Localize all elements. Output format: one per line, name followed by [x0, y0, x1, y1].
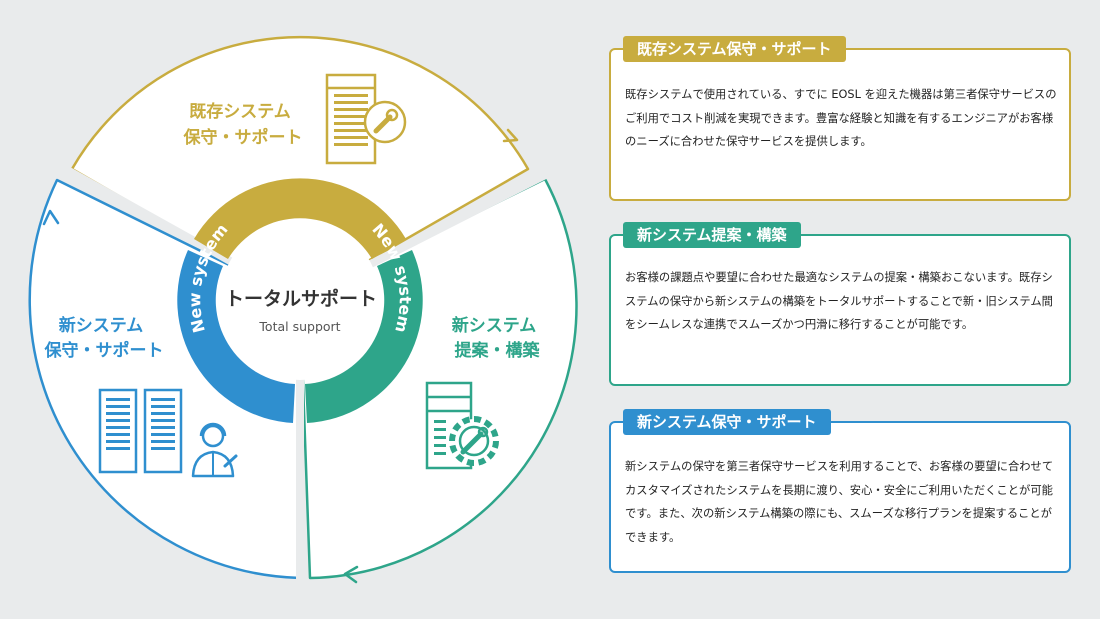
card-newmaint-text: 新システムの保守を第三者保守サービスを利用することで、お客様の要望に合わせてカス… — [625, 460, 1054, 544]
svg-text:既存システム 保守・サポート: 既存システム 保守・サポート — [183, 101, 303, 148]
ring-segment-new-left — [177, 250, 295, 423]
segment-legacy-line2: 保守・サポート — [183, 127, 303, 148]
server-gear-icon — [425, 381, 499, 470]
card-new-system-maintenance: 新システム保守・サポート 新システムの保守を第三者保守サービスを利用することで、… — [609, 409, 1071, 573]
ring-segment-new-right — [305, 250, 423, 423]
center-subtitle: Total support — [258, 319, 340, 334]
svg-text:新システム 保守・サポート: 新システム 保守・サポート — [44, 315, 164, 361]
card-legacy-text: 既存システムで使用されている、すでに EOSL を迎えた機器は第三者保守サービス… — [625, 88, 1057, 148]
arrow-legacy-to-propose — [502, 128, 519, 143]
center-circle — [220, 220, 380, 380]
support-cycle-diagram: Legacy system New system New system トータル… — [28, 35, 578, 584]
segment-newmaint-line2: 保守・サポート — [44, 340, 164, 361]
card-legacy-label: 既存システム保守・サポート — [623, 36, 846, 62]
arrow-propose-to-newmaint — [343, 565, 359, 584]
card-propose-text: お客様の課題点や要望に合わせた最適なシステムの提案・構築おこないます。既存システ… — [625, 271, 1053, 331]
segment-newmaint-line1: 新システム — [59, 315, 144, 336]
card-new-system-proposal: 新システム提案・構築 お客様の課題点や要望に合わせた最適なシステムの提案・構築お… — [609, 222, 1071, 386]
segment-legacy-line1: 既存システム — [189, 101, 291, 122]
svg-text:新システム 提案・構築: 新システム 提案・構築 — [452, 315, 542, 361]
card-legacy-maintenance: 既存システム保守・サポート 既存システムで使用されている、すでに EOSL を迎… — [609, 36, 1071, 201]
arrow-newmaint-to-legacy — [42, 209, 60, 226]
card-newmaint-label: 新システム保守・サポート — [623, 409, 831, 435]
segment-propose-line1: 新システム — [452, 315, 537, 336]
card-propose-label: 新システム提案・構築 — [623, 222, 801, 248]
servers-engineer-icon — [98, 388, 238, 478]
center-title: トータルサポート — [225, 287, 377, 310]
ring-segment-legacy — [194, 178, 406, 259]
segment-propose-line2: 提案・構築 — [455, 340, 541, 361]
server-wrench-icon — [325, 73, 407, 165]
